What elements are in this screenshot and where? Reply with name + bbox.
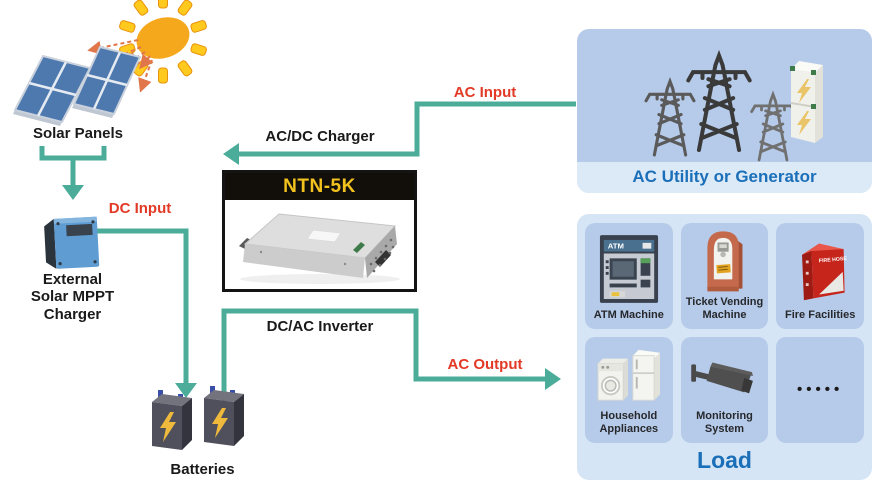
arrowhead-down-to-charger	[62, 185, 84, 200]
inverter-photo	[239, 213, 400, 284]
load-title: Load	[697, 447, 752, 473]
ellipsis-dots: •••••	[797, 381, 844, 398]
load-card-ticket-vending: Ticket Vending Machine	[680, 223, 769, 329]
ticket-vending-machine-icon	[695, 224, 753, 296]
sun-icon	[119, 0, 207, 84]
load-card-label: ATM Machine	[593, 308, 664, 321]
arrowhead-right-to-load	[545, 368, 561, 390]
load-card-others: •••••	[776, 337, 864, 443]
ac-utility-label: AC Utility or Generator	[577, 162, 872, 193]
load-box: ATM	[577, 214, 872, 480]
generator-icon	[790, 61, 823, 143]
load-card-label: Fire Facilities	[785, 308, 856, 321]
mppt-charger-icon	[44, 216, 100, 269]
inverter-unit-box: NTN-5K	[222, 170, 417, 292]
mppt-charger-label: External Solar MPPT Charger	[0, 271, 145, 323]
fire-facilities-icon: FIRE HOSE	[790, 229, 850, 309]
load-card-atm: ATM	[585, 223, 673, 329]
load-card-label: Monitoring System	[696, 409, 753, 435]
battery-to-load-line	[221, 308, 546, 402]
ac-utility-box: AC Utility or Generator	[577, 29, 872, 193]
household-appliances-icon	[594, 343, 664, 410]
batteries-icon	[152, 386, 244, 450]
arrowhead-down-to-battery	[175, 383, 197, 398]
cctv-camera-icon	[685, 343, 763, 410]
svg-text:ATM: ATM	[608, 242, 624, 251]
dcac-inverter-label: DC/AC Inverter	[266, 318, 374, 335]
acdc-charger-label: AC/DC Charger	[265, 128, 375, 145]
solar-panels-icon	[13, 45, 142, 126]
load-card-monitoring: Monitoring System	[680, 337, 769, 443]
mppt-charger-label-line2: Solar MPPT Charger	[30, 288, 115, 323]
solar-scene	[13, 0, 207, 126]
solar-panels-label: Solar Panels	[32, 125, 124, 142]
inverter-model-label: NTN-5K	[225, 173, 414, 200]
svg-text:FIRE HOSE: FIRE HOSE	[819, 256, 848, 264]
arrowhead-left-to-inverter	[223, 143, 239, 165]
load-card-fire: FIRE HOSE Fire Facilities	[776, 223, 864, 329]
utility-to-inverter-line	[237, 101, 576, 157]
atm-icon: ATM	[598, 229, 660, 309]
charger-to-battery-line	[97, 228, 189, 384]
ac-input-label: AC Input	[453, 84, 517, 101]
dc-input-label: DC Input	[108, 200, 172, 217]
batteries-label: Batteries	[170, 461, 235, 478]
load-card-household: Household Appliances	[585, 337, 673, 443]
transmission-towers-icon	[644, 29, 823, 162]
load-card-label: Household Appliances	[599, 409, 659, 435]
load-grid: ATM	[585, 223, 864, 443]
ac-output-label: AC Output	[447, 356, 523, 373]
mppt-charger-label-line1: External	[42, 271, 103, 288]
load-card-label: Ticket Vending Machine	[685, 295, 764, 321]
